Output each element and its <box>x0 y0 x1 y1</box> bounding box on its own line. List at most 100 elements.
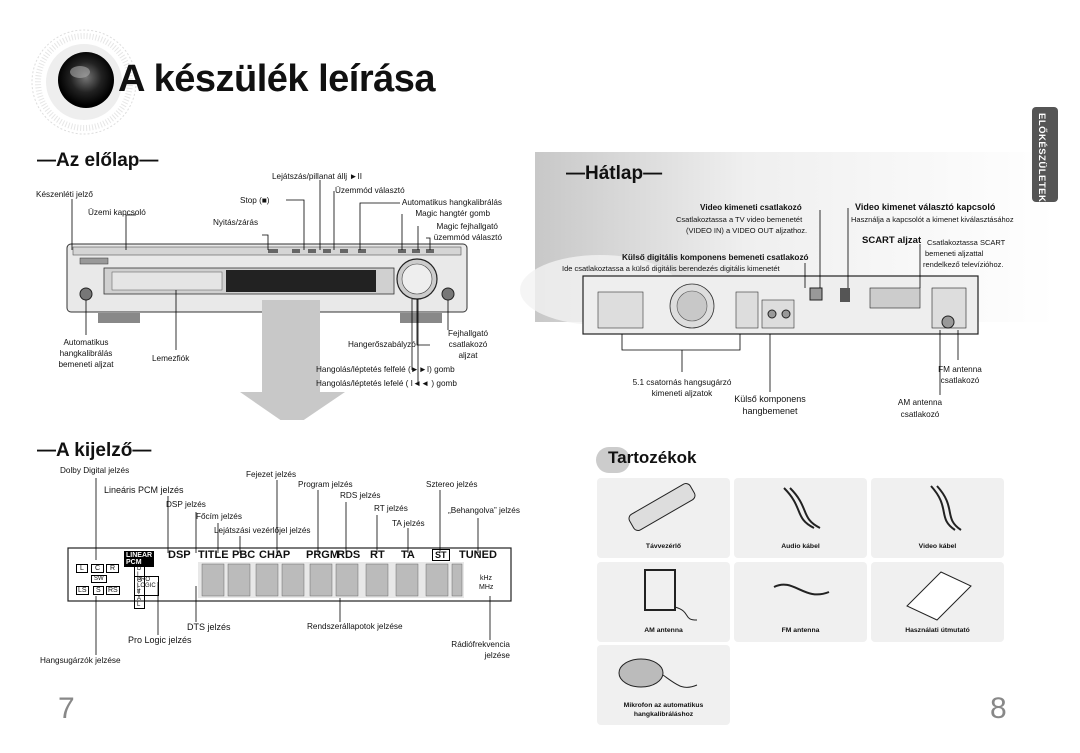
panel-ch-ls: LS <box>76 586 89 595</box>
label-headphone-1: Fejhallgató <box>447 329 489 338</box>
label-ta: TA jelzés <box>392 519 425 528</box>
label-radiofreq-2: jelzése <box>484 651 511 660</box>
label-rds: RDS jelzés <box>340 491 381 500</box>
fm-antenna-icon <box>773 583 830 596</box>
label-auto-input-2: hangkalibrálás <box>59 349 113 358</box>
label-video-out-desc-2: (VIDEO IN) a VIDEO OUT aljzathoz. <box>686 226 808 235</box>
label-program: Program jelzés <box>298 480 353 489</box>
label-auto-input-3: bemeneti aljzat <box>58 360 114 369</box>
label-radiofreq-1: Rádiófrekvencia <box>451 640 510 649</box>
panel-ch-rs: RS <box>106 586 120 595</box>
label-ext-2: hangbemenet <box>742 406 798 416</box>
accessory-audio-cable: Audio kábel <box>734 478 867 558</box>
accessory-label: FM antenna <box>781 627 820 634</box>
label-video-out-title: Video kimeneti csatlakozó <box>700 203 802 212</box>
accessory-am-antenna: AM antenna <box>597 562 730 642</box>
label-speaker-1: 5.1 csatornás hangsugárzó <box>632 378 732 387</box>
manual-icon <box>906 571 972 621</box>
panel-tuned: TUNED <box>459 549 497 561</box>
label-digital-title: Külső digitális komponens bemeneti csatl… <box>622 253 809 262</box>
label-scart-title: SCART aljzat <box>862 235 922 246</box>
label-mode-select: Üzemmód választó <box>335 186 405 195</box>
label-tray: Lemezfiók <box>152 354 190 363</box>
accessory-microphone: Mikrofon az automatikus hangkalibrálásho… <box>597 645 730 725</box>
label-title: Főcím jelzés <box>196 512 242 521</box>
panel-rt: RT <box>370 549 385 561</box>
panel-ch-l: L <box>76 564 88 573</box>
label-chapter: Fejezet jelzés <box>246 470 297 479</box>
label-tune-up: Hangolás/léptetés felfelé (►►I) gomb <box>316 365 455 374</box>
section-tab-label: ELŐKÉSZÜLETEK <box>1036 113 1047 203</box>
label-speakers: Hangsugárzók jelzése <box>40 656 121 665</box>
panel-pbc: PBC <box>232 549 256 561</box>
panel-ch-sw: SW <box>91 575 107 583</box>
panel-ta: TA <box>401 549 415 561</box>
video-cable-icon <box>930 485 962 531</box>
front-heading: —Az előlap— <box>37 150 159 171</box>
accessory-label: Használati útmutató <box>905 627 970 634</box>
am-antenna-icon <box>644 569 698 621</box>
label-volume: Hangerőszabályzó <box>348 340 416 349</box>
panel-mhz: MHz <box>479 584 494 591</box>
label-tune-down: Hangolás/léptetés lefelé ( I◄◄ ) gomb <box>316 379 457 388</box>
panel-title: TITLE <box>198 549 229 561</box>
label-auto-input-1: Automatikus <box>63 338 109 347</box>
label-open-close: Nyitás/zárás <box>213 218 259 227</box>
accessory-manual: Használati útmutató <box>871 562 1004 642</box>
label-headphone-3: aljzat <box>458 351 478 360</box>
label-prologic: Pro Logic jelzés <box>128 635 192 645</box>
label-dts: DTS jelzés <box>187 622 231 632</box>
front-panel-diagram <box>66 180 468 420</box>
label-digital-desc: Ide csatlakoztassa a külső digitális ber… <box>562 264 780 273</box>
panel-prologic: PRO LOGIC II <box>134 576 159 596</box>
panel-chap: CHAP <box>259 549 291 561</box>
page-number-left: 7 <box>58 692 75 725</box>
label-rt: RT jelzés <box>374 504 408 513</box>
accessory-label: Távvezérlő <box>645 543 682 550</box>
label-video-out-desc-1: Csatlakoztassa a TV video bemenetét <box>676 215 803 224</box>
page-title: A készülék leírása <box>118 58 436 100</box>
label-fm-2: csatlakozó <box>940 376 980 385</box>
label-time: Lejátszási vezérlőjel jelzés <box>214 526 311 535</box>
accessory-label: Audio kábel <box>781 543 820 550</box>
label-lpcm: Lineáris PCM jelzés <box>104 485 184 495</box>
panel-khz: kHz <box>480 575 493 582</box>
title-disc-graphic <box>30 28 138 136</box>
label-dolby: Dolby Digital jelzés <box>60 466 130 475</box>
microphone-icon <box>618 658 698 688</box>
label-dsp: DSP jelzés <box>166 500 206 509</box>
panel-dsp: DSP <box>168 549 191 561</box>
label-am-1: AM antenna <box>897 398 943 407</box>
label-fm-1: FM antenna <box>938 365 982 374</box>
accessory-label: Video kábel <box>918 543 957 550</box>
label-am-2: csatlakozó <box>900 410 940 419</box>
label-scart-desc-1: Csatlakoztassa SCART <box>927 238 1006 247</box>
panel-st: ST <box>432 549 450 561</box>
accessory-fm-antenna: FM antenna <box>734 562 867 642</box>
panel-ch-c: C <box>91 564 105 573</box>
panel-ch-s: S <box>93 586 104 595</box>
label-auto-cal: Automatikus hangkalibrálás <box>401 198 502 207</box>
mic-label-2: hangkalibráláshoz <box>633 711 694 718</box>
panel-linear-pcm: LINEAR PCM <box>124 551 155 567</box>
accessories-heading: Tartozékok <box>608 448 697 467</box>
label-behangolva: „Behangolva” jelzés <box>448 506 520 515</box>
back-panel-diagram <box>535 152 1055 395</box>
page-number-right: 8 <box>990 692 1007 725</box>
label-standby: Készenléti jelző <box>36 190 93 199</box>
accessory-video-cable: Video kábel <box>871 478 1004 558</box>
back-heading: —Hátlap— <box>566 163 663 184</box>
label-sysstate: Rendszerállapotok jelzése <box>307 622 403 631</box>
label-magic-headphone-1: Magic fejhallgató <box>436 222 498 231</box>
label-power: Üzemi kapcsoló <box>88 208 146 217</box>
label-video-sel-desc: Használja a kapcsolót a kimenet kiválasz… <box>851 215 1014 224</box>
panel-ch-r: R <box>106 564 120 573</box>
display-heading: —A kijelző— <box>37 440 152 461</box>
label-video-sel-title: Video kimenet választó kapcsoló <box>855 202 996 212</box>
label-scart-desc-3: rendelkező televízióhoz. <box>923 260 1004 269</box>
label-ext-1: Külső komponens <box>734 394 806 404</box>
label-speaker-2: kimeneti aljzatok <box>651 389 713 398</box>
label-stop: Stop (■) <box>240 196 270 205</box>
label-scart-desc-2: bemeneti aljzattal <box>925 249 984 258</box>
audio-cable-icon <box>783 487 821 529</box>
